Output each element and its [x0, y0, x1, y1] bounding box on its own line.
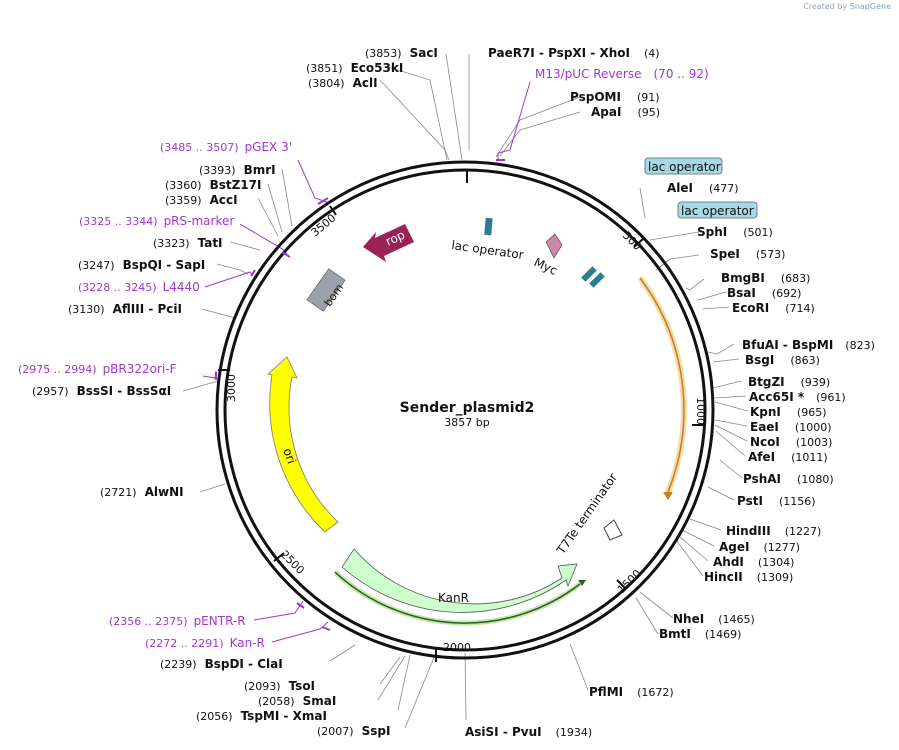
lac-operator-box-2-label: lac operator: [681, 204, 754, 218]
backbone: [215, 160, 715, 660]
enzyme-ncoI: NcoI(1003): [750, 435, 832, 449]
credit-brand: SnapGene: [849, 2, 891, 11]
enzyme-eco53kI: (3851)Eco53kI: [306, 61, 403, 75]
enzyme-kpnI: KpnI(965): [750, 405, 827, 419]
ori-label: ori: [280, 446, 298, 465]
plasmid-size: 3857 bp: [444, 416, 489, 429]
leader-lines: [182, 53, 749, 729]
tick-marks: [218, 170, 704, 662]
primer-marks: [215, 159, 505, 631]
enzyme-speI: SpeI(573): [710, 247, 785, 261]
enzyme-pstI: PstI(1156): [737, 494, 816, 508]
enzyme-asisI: AsiSI - PvuI(1934): [465, 725, 592, 739]
enzyme-apaI: ApaI(95): [591, 105, 660, 119]
enzyme-bfuai: BfuAI - BspMI(823): [742, 338, 875, 352]
enzyme-sacI: (3853)SacI: [365, 46, 438, 60]
primer-labels: M13/pUC Reverse(70 .. 92) (3485 .. 3507)…: [18, 67, 709, 650]
primer-pbr322ori-f: (2975 .. 2994)pBR322ori-F: [18, 362, 177, 376]
enzyme-pspomi: PspOMI(91): [570, 90, 660, 104]
orf-arc-line: [639, 277, 685, 493]
enzyme-hincii: HincII(1309): [704, 570, 793, 584]
enzyme-tatI: (3323)TatI: [153, 236, 223, 250]
snapgene-credit: Created by SnapGene: [803, 2, 891, 11]
kanr-arrow: KanR: [333, 548, 586, 626]
enzyme-aclI: (3804)AclI: [308, 76, 378, 90]
enzyme-bmrI: (3393)BmrI: [199, 163, 276, 177]
primer-pgex3: (3485 .. 3507)pGEX 3': [160, 140, 292, 154]
enzyme-afliii: (3130)AflIII - PciI: [68, 302, 182, 316]
enzyme-eaeI: EaeI(1000): [750, 420, 831, 434]
enzyme-ahdI: AhdI(1304): [713, 555, 794, 569]
enzyme-labels-right: PaeR7I - PspXI - XhoI(4) PspOMI(91) ApaI…: [465, 46, 875, 739]
enzyme-sphI: SphI(501): [697, 225, 773, 239]
lac-operator-inner-label: lac operator: [451, 238, 525, 262]
tick-3000: 3000: [225, 374, 238, 402]
enzyme-paer7i: PaeR7I - PspXI - XhoI(4): [488, 46, 660, 60]
enzyme-tsoI: (2093)TsoI: [244, 679, 315, 693]
enzyme-sspI: (2007)SspI: [317, 724, 390, 738]
enzyme-hindiii: HindIII(1227): [726, 524, 821, 538]
enzyme-btgzI: BtgZI(939): [748, 375, 830, 389]
enzyme-pshai: PshAI(1080): [743, 472, 834, 486]
tick-1000: 1000: [694, 397, 707, 425]
primer-l4440: (3228 .. 3245)L4440: [78, 280, 200, 294]
tick-1500: 1500: [615, 567, 644, 596]
kanr-label: KanR: [438, 591, 469, 605]
enzyme-alwnI: (2721)AlwNI: [100, 485, 184, 499]
enzyme-bsgI: BsgI(863): [745, 353, 820, 367]
enzyme-ecoRI: EcoRI(714): [732, 301, 815, 315]
orf-arc-head: [663, 492, 673, 500]
enzyme-aleI: AleI(477): [667, 181, 739, 195]
enzyme-pflmI: PflMI(1672): [589, 685, 674, 699]
enzyme-tspmi: (2056)TspMI - XmaI: [196, 709, 327, 723]
enzyme-bsssi: (2957)BssSI - BssSαI: [32, 384, 171, 398]
primer-kan-r: (2272 .. 2291)Kan-R: [145, 636, 265, 650]
enzyme-acc65I: Acc65I *(961): [749, 390, 846, 404]
myc-inner-label: Myc: [532, 255, 560, 278]
enzyme-accI: (3359)AccI: [165, 193, 238, 207]
enzyme-labels-left: (3853)SacI (3851)Eco53kI (3804)AclI (339…: [32, 46, 438, 738]
credit-prefix: Created by: [803, 2, 848, 11]
lac-operator-marker-2: [581, 266, 597, 282]
ori-arrow: ori: [267, 356, 339, 533]
enzyme-ageI: AgeI(1277): [719, 540, 800, 554]
enzyme-nheI: NheI(1465): [673, 612, 755, 626]
lac-operator-marker-1: [484, 217, 493, 236]
lac-operator-box-1: lac operator: [644, 157, 723, 175]
enzyme-smaI: (2058)SmaI: [258, 694, 336, 708]
t7te-terminator-label: T7Te terminator: [553, 471, 620, 558]
myc-arrow: [545, 233, 563, 259]
tick-2500: 2500: [278, 548, 307, 577]
rop-arrow: rop: [363, 224, 414, 262]
plasmid-name: Sender_plasmid2: [400, 400, 535, 416]
primer-m13: M13/pUC Reverse(70 .. 92): [535, 67, 709, 81]
enzyme-bmgbI: BmgBI(683): [721, 271, 810, 285]
enzyme-bmtI: BmtI(1469): [659, 627, 741, 641]
bom-box: bom: [306, 268, 346, 312]
enzyme-bspqI: (3247)BspQI - SapI: [78, 258, 205, 272]
lac-operator-marker-3: [589, 272, 605, 288]
lac-operator-box-1-label: lac operator: [648, 160, 721, 174]
enzyme-bstz17I: (3360)BstZ17I: [165, 178, 261, 192]
tick-labels: 500 1000 1500 2000 2500 3000 3500: [225, 211, 707, 654]
primer-pentr-r: (2356 .. 2375)pENTR-R: [109, 614, 246, 628]
enzyme-afeI: AfeI(1011): [748, 450, 828, 464]
orf-arc: [637, 276, 687, 494]
t7te-terminator-shape: [603, 519, 623, 541]
lac-operator-box-2: lac operator: [677, 201, 758, 219]
enzyme-bsaI: BsaI(692): [727, 286, 801, 300]
primer-prs-marker: (3325 .. 3344)pRS-marker: [79, 214, 234, 228]
tick-2000: 2000: [443, 641, 471, 654]
enzyme-bspdi: (2239)BspDI - ClaI: [160, 657, 283, 671]
